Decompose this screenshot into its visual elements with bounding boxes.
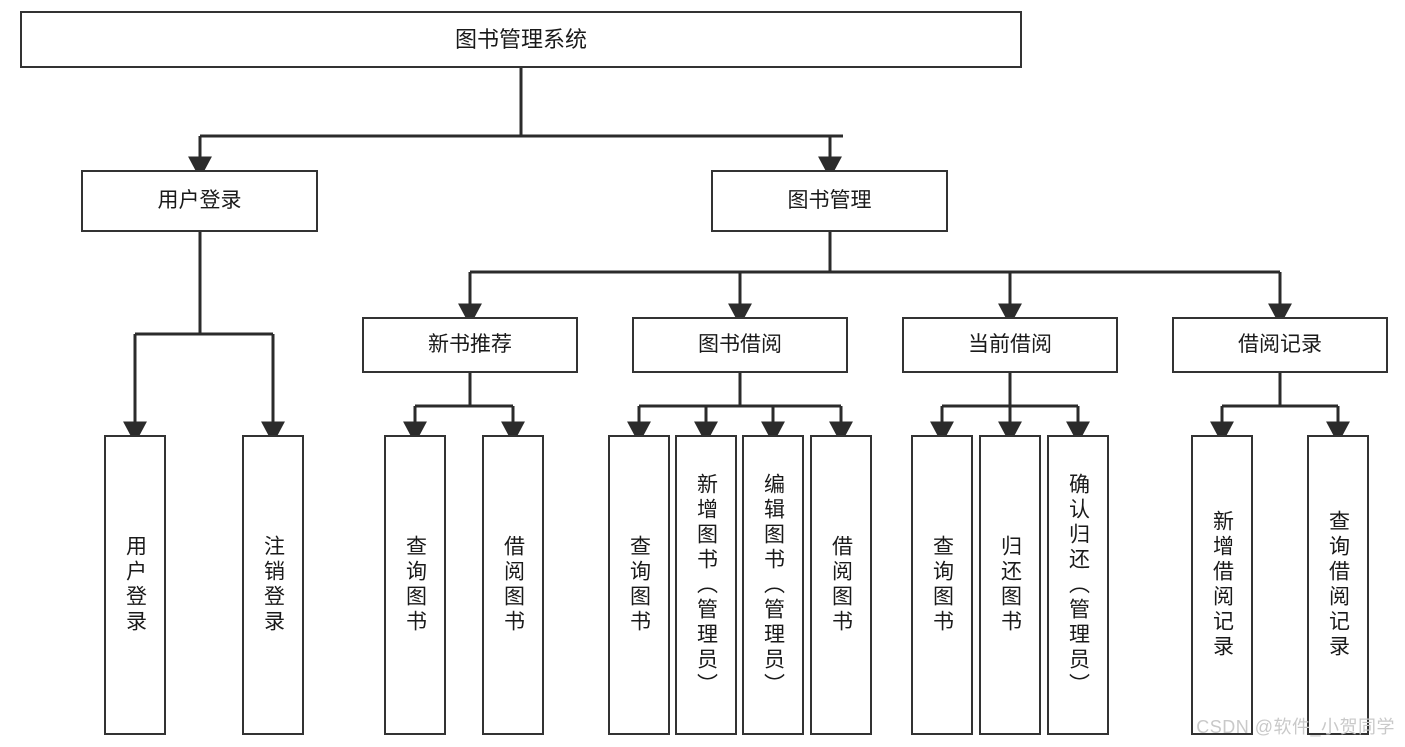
node-label: 借阅图书 xyxy=(501,535,525,635)
node-label: 查询图书 xyxy=(627,535,651,635)
node-label: 图书管理 xyxy=(787,188,872,212)
csdn-watermark: CSDN @软件_小贺同学 xyxy=(1196,717,1395,737)
node-label: 归还图书 xyxy=(998,535,1022,635)
node-label: 查询图书 xyxy=(930,535,954,635)
node-user-login[interactable]: 用户登录 xyxy=(81,170,318,232)
node-label: 新增借阅记录 xyxy=(1210,510,1234,660)
node-leaf-add-borrow-record[interactable]: 新增借阅记录 xyxy=(1191,435,1253,735)
node-label: 图书借阅 xyxy=(698,332,782,356)
node-label: 借阅记录 xyxy=(1238,332,1322,356)
node-leaf-user-login[interactable]: 用户登录 xyxy=(104,435,166,735)
node-label: 注销登录 xyxy=(261,535,285,635)
node-root-book-management-system[interactable]: 图书管理系统 xyxy=(20,11,1022,68)
node-leaf-query-book-recommend[interactable]: 查询图书 xyxy=(384,435,446,735)
node-leaf-confirm-return-admin[interactable]: 确认归还（管理员） xyxy=(1047,435,1109,735)
node-label: 当前借阅 xyxy=(968,332,1052,356)
node-label: 编辑图书（管理员） xyxy=(761,472,785,698)
node-leaf-borrow-book-recommend[interactable]: 借阅图书 xyxy=(482,435,544,735)
node-leaf-query-book-current[interactable]: 查询图书 xyxy=(911,435,973,735)
node-book-borrow[interactable]: 图书借阅 xyxy=(632,317,848,373)
node-label: 用户登录 xyxy=(157,188,242,212)
node-label: 借阅图书 xyxy=(829,535,853,635)
node-book-management[interactable]: 图书管理 xyxy=(711,170,948,232)
node-label: 新增图书（管理员） xyxy=(694,472,718,698)
node-leaf-add-book-admin[interactable]: 新增图书（管理员） xyxy=(675,435,737,735)
node-leaf-logout[interactable]: 注销登录 xyxy=(242,435,304,735)
node-borrow-record[interactable]: 借阅记录 xyxy=(1172,317,1388,373)
node-leaf-return-book[interactable]: 归还图书 xyxy=(979,435,1041,735)
node-label: 确认归还（管理员） xyxy=(1066,472,1090,698)
node-label: 用户登录 xyxy=(123,535,147,635)
node-leaf-query-book-borrow[interactable]: 查询图书 xyxy=(608,435,670,735)
node-leaf-edit-book-admin[interactable]: 编辑图书（管理员） xyxy=(742,435,804,735)
node-leaf-query-borrow-record[interactable]: 查询借阅记录 xyxy=(1307,435,1369,735)
node-new-book-recommend[interactable]: 新书推荐 xyxy=(362,317,578,373)
node-label: 查询借阅记录 xyxy=(1326,510,1350,660)
node-label: 查询图书 xyxy=(403,535,427,635)
node-current-borrow[interactable]: 当前借阅 xyxy=(902,317,1118,373)
node-leaf-borrow-book[interactable]: 借阅图书 xyxy=(810,435,872,735)
node-label: 新书推荐 xyxy=(428,332,512,356)
node-label: 图书管理系统 xyxy=(454,26,587,52)
